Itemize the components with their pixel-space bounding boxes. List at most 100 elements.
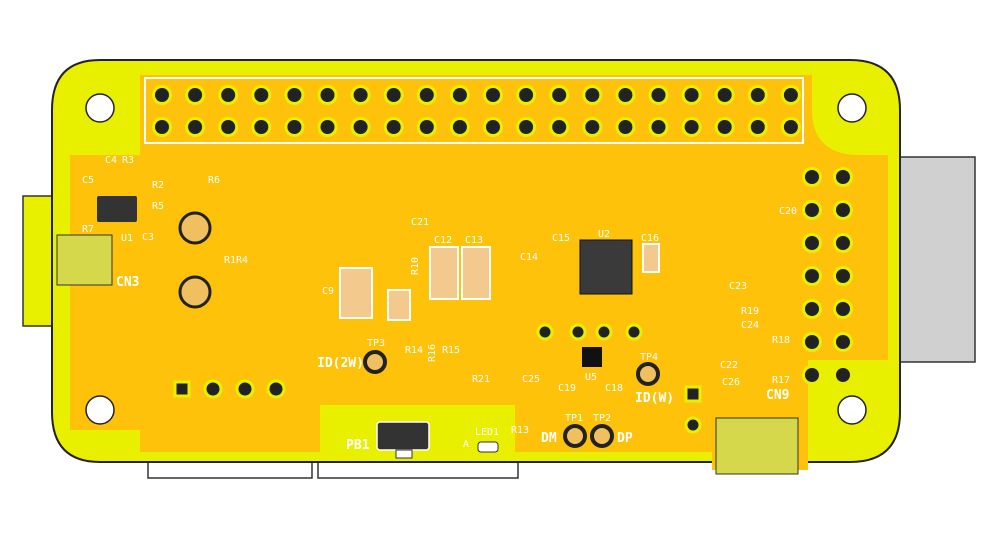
pin <box>805 368 819 382</box>
label-c22: C22 <box>720 360 738 371</box>
usb-connector-right <box>897 156 976 363</box>
pin <box>717 88 732 102</box>
pin <box>419 120 434 134</box>
pin <box>155 120 169 134</box>
label-u1: U1 <box>121 233 133 244</box>
cn3-connector <box>56 234 113 286</box>
pin <box>386 88 401 102</box>
pin <box>805 302 819 316</box>
pin <box>188 120 203 134</box>
label-cn9: CN9 <box>766 388 789 403</box>
label-a: A <box>463 439 469 450</box>
label-c24: C24 <box>741 320 759 331</box>
pin <box>805 236 819 250</box>
label-c3: C3 <box>142 232 154 243</box>
pin <box>836 368 850 382</box>
label-r17: R17 <box>772 375 790 386</box>
pin <box>618 88 633 102</box>
u1-ic <box>97 196 137 222</box>
pin <box>419 88 434 102</box>
label-tp2: TP2 <box>593 413 611 424</box>
pin <box>486 120 500 134</box>
label-c15: C15 <box>552 233 570 244</box>
label-tp3: TP3 <box>367 338 385 349</box>
pb1-actuator <box>395 449 413 459</box>
u5-ic <box>582 347 602 367</box>
label-cn3: CN3 <box>116 275 139 290</box>
label-id2w: ID(2W) <box>317 356 364 371</box>
label-pb1: PB1 <box>346 438 370 453</box>
label-c12: C12 <box>434 235 452 246</box>
pin <box>651 120 666 134</box>
pin <box>836 302 850 316</box>
label-c4: C4 <box>105 155 117 166</box>
u2-ic <box>579 239 633 295</box>
pin <box>836 335 850 349</box>
label-c25: C25 <box>522 374 540 385</box>
label-dp: DP <box>617 431 633 446</box>
pin <box>750 88 765 102</box>
capacitors <box>339 243 660 321</box>
label-c16: C16 <box>641 233 659 244</box>
pin <box>783 88 798 102</box>
pin <box>805 335 819 349</box>
label-idw: ID(W) <box>635 391 674 406</box>
label-c18: C18 <box>605 383 623 394</box>
label-dm: DM <box>541 431 557 446</box>
mounting-holes <box>85 93 867 425</box>
pin <box>519 88 534 102</box>
gpio-header-pins <box>152 85 801 137</box>
label-c5: C5 <box>82 175 94 186</box>
pin <box>684 120 699 134</box>
pin <box>836 170 850 184</box>
label-r15: R15 <box>442 345 460 356</box>
led1 <box>477 441 499 453</box>
bottom-pads <box>173 323 702 434</box>
pin <box>805 269 819 283</box>
pin <box>320 120 335 134</box>
pin <box>254 120 269 134</box>
label-tp4: TP4 <box>640 352 658 363</box>
label-c14: C14 <box>520 252 538 263</box>
pin <box>353 88 368 102</box>
pin <box>452 120 467 134</box>
label-c19: C19 <box>558 383 576 394</box>
pin <box>836 203 850 217</box>
label-r3: R3 <box>122 155 134 166</box>
pin <box>155 88 169 102</box>
right-header-pins <box>802 167 853 385</box>
label-c21: C21 <box>411 217 429 228</box>
label-r7: R7 <box>82 224 94 235</box>
label-r6: R6 <box>208 175 220 186</box>
pin <box>353 120 368 134</box>
pin <box>287 88 302 102</box>
cn9-connector <box>715 417 799 475</box>
pin <box>320 88 335 102</box>
pin <box>386 120 401 134</box>
left-connector <box>22 195 54 327</box>
label-r2: R2 <box>152 180 164 191</box>
pin <box>221 88 236 102</box>
pin <box>221 120 236 134</box>
label-tp1: TP1 <box>565 413 583 424</box>
label-c23: C23 <box>729 281 747 292</box>
label-r10: R10 <box>410 257 421 275</box>
pad <box>178 211 212 245</box>
label-c26: C26 <box>722 377 740 388</box>
label-c20: C20 <box>779 206 797 217</box>
label-r1r4: R1R4 <box>224 255 248 266</box>
label-r19: R19 <box>741 306 759 317</box>
pin <box>585 120 600 134</box>
test-points <box>363 350 660 448</box>
label-r21: R21 <box>472 374 490 385</box>
silkscreen-labels: C4 R3 C5 R2 R5 R7 U1 C3 CN3 R6 R1R4 C21 … <box>82 155 797 453</box>
pin <box>783 120 798 134</box>
pb1-button[interactable] <box>376 421 430 451</box>
label-u2: U2 <box>598 229 610 240</box>
pin <box>188 88 203 102</box>
pin <box>254 88 269 102</box>
label-r5: R5 <box>152 201 164 212</box>
pin <box>452 88 467 102</box>
label-c13: C13 <box>465 235 483 246</box>
